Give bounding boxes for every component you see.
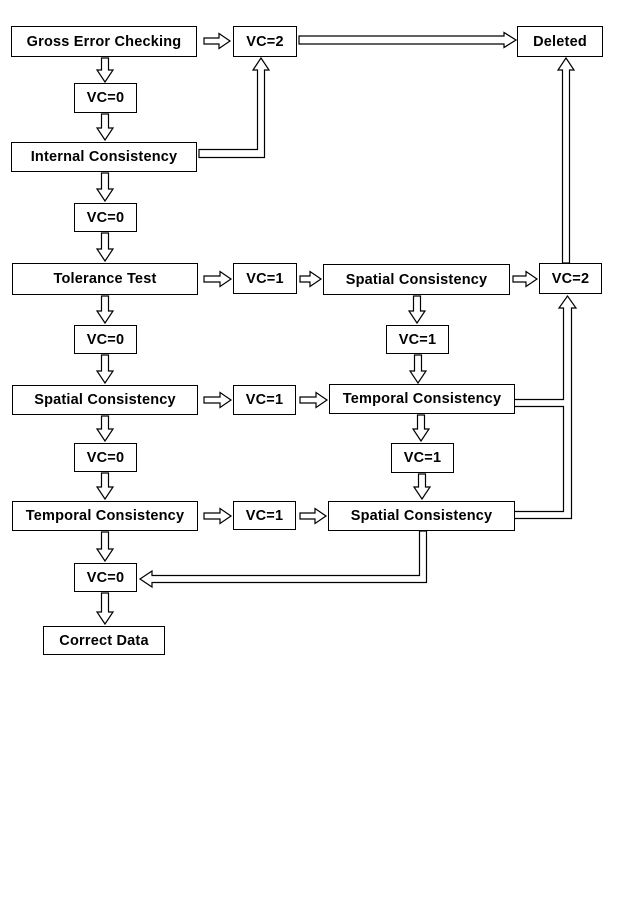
arrow-gec-to-vc2 xyxy=(203,32,232,50)
flow-box-vc1-a: VC=1 xyxy=(233,263,297,294)
arrow-vc1-to-temporal-r xyxy=(299,391,329,409)
arrow-vc0e-down xyxy=(95,592,115,626)
flow-box-deleted: Deleted xyxy=(517,26,603,57)
flow-box-tolerance-test: Tolerance Test xyxy=(12,263,198,295)
flow-box-vc0-c: VC=0 xyxy=(74,325,137,354)
arrow-spatial-r1-to-vc2 xyxy=(512,270,539,288)
arrow-temporal-l-to-vc1 xyxy=(203,507,233,525)
arrow-spatial-r2-to-vc0 xyxy=(138,530,428,589)
flow-box-internal-consistency: Internal Consistency xyxy=(11,142,197,172)
flow-box-vc2-top: VC=2 xyxy=(233,26,297,57)
arrow-vc2-to-deleted xyxy=(298,31,518,49)
flow-box-temporal-consistency-l: Temporal Consistency xyxy=(12,501,198,531)
arrow-vc1r1-down xyxy=(408,354,428,385)
arrow-spatial-l-down xyxy=(95,415,115,443)
flow-box-vc2-right: VC=2 xyxy=(539,263,602,294)
arrow-vc0d-down xyxy=(95,472,115,501)
arrow-temporal-r-down xyxy=(411,414,431,443)
flow-box-vc0-b: VC=0 xyxy=(74,203,137,232)
arrow-internal-to-vc2 xyxy=(198,56,271,159)
flow-box-gross-error-checking: Gross Error Checking xyxy=(11,26,197,57)
flow-box-vc1-c: VC=1 xyxy=(233,501,296,530)
flow-box-vc0-a: VC=0 xyxy=(74,83,137,113)
arrow-vc0b-down xyxy=(95,232,115,263)
flow-box-correct-data: Correct Data xyxy=(43,626,165,655)
arrow-vc0c-down xyxy=(95,354,115,385)
flow-box-spatial-consistency-2: Spatial Consistency xyxy=(12,385,198,415)
arrow-spatial-l-to-vc1 xyxy=(203,391,233,409)
arrow-tolerance-down xyxy=(95,295,115,325)
arrow-spatial-r1-down xyxy=(407,295,427,325)
flow-box-vc1-r1: VC=1 xyxy=(386,325,449,354)
arrow-right-column-to-vc2right xyxy=(512,294,578,520)
flow-box-vc1-r2: VC=1 xyxy=(391,443,454,473)
arrow-tolerance-to-vc1 xyxy=(203,270,233,288)
arrow-vc1-to-spatial-r2 xyxy=(299,507,328,525)
arrow-gec-down xyxy=(95,57,115,84)
arrow-vc1r2-down xyxy=(412,473,432,501)
flow-box-vc0-d: VC=0 xyxy=(74,443,137,472)
arrow-vc0a-down xyxy=(95,113,115,142)
flow-box-temporal-consistency-r: Temporal Consistency xyxy=(329,384,515,414)
flow-box-spatial-consistency-1: Spatial Consistency xyxy=(323,264,510,295)
arrow-vc1-to-spatial-r1 xyxy=(299,270,323,288)
arrow-vc2right-to-deleted xyxy=(556,56,576,264)
arrow-internal-down xyxy=(95,172,115,203)
flow-box-vc1-b: VC=1 xyxy=(233,385,296,415)
flow-box-spatial-consistency-3: Spatial Consistency xyxy=(328,501,515,531)
arrow-temporal-l-down xyxy=(95,531,115,563)
flow-box-vc0-e: VC=0 xyxy=(74,563,137,592)
